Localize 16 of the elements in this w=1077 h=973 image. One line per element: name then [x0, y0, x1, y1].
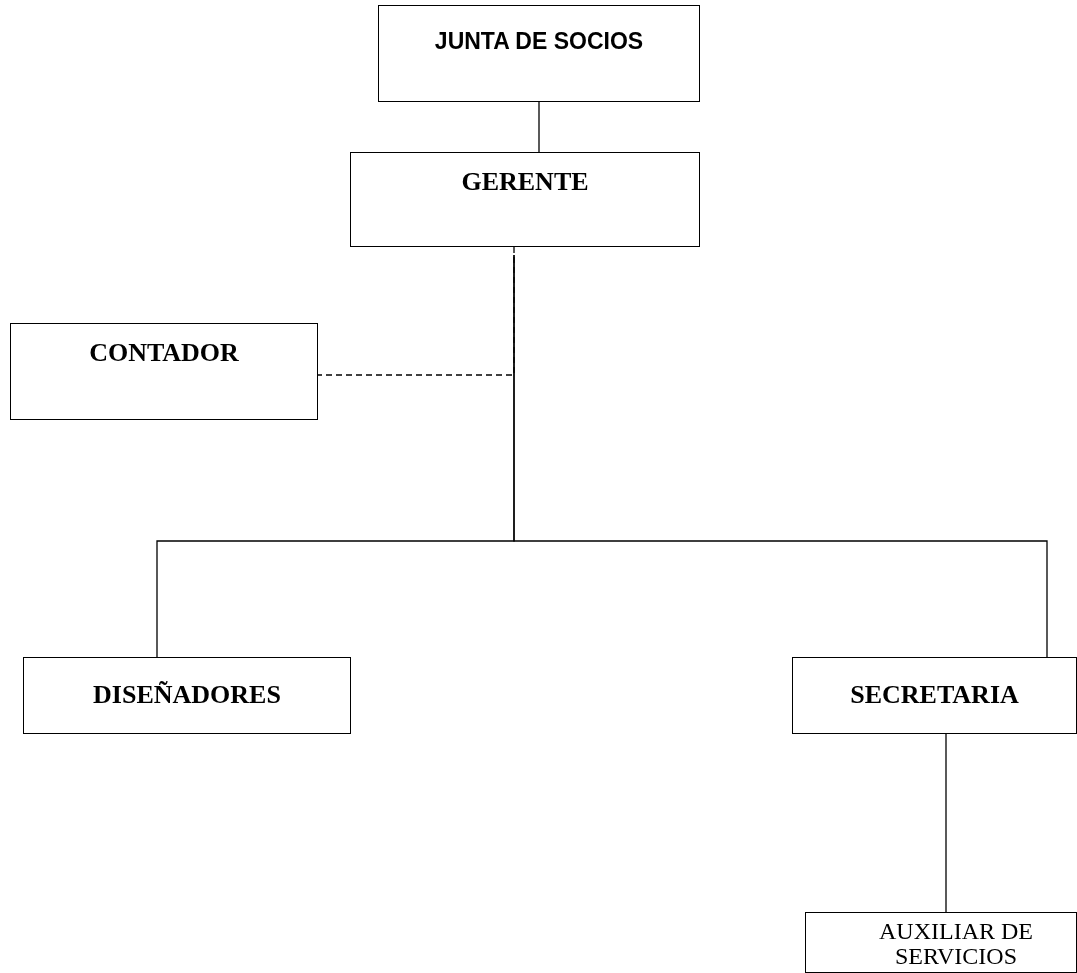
- position-title: SECRETARIA: [849, 680, 1020, 710]
- org-box: [23, 657, 351, 734]
- position-title: DISEÑADORES: [92, 680, 282, 710]
- org-box: [10, 323, 318, 420]
- position-title: JUNTA DE SOCIOS: [433, 28, 645, 55]
- position-title: AUXILIAR DE SERVICIOS: [878, 919, 1034, 969]
- org-box: [805, 912, 1077, 973]
- connector-line: [538, 101, 540, 153]
- connector-line: [945, 733, 947, 913]
- dashed-connector: [317, 246, 515, 376]
- connector-line: [513, 254, 1048, 658]
- position-title: GERENTE: [460, 167, 590, 197]
- position-title: CONTADOR: [88, 338, 240, 368]
- org-box: [378, 5, 700, 102]
- org-box: [792, 657, 1077, 734]
- org-box: [350, 152, 700, 247]
